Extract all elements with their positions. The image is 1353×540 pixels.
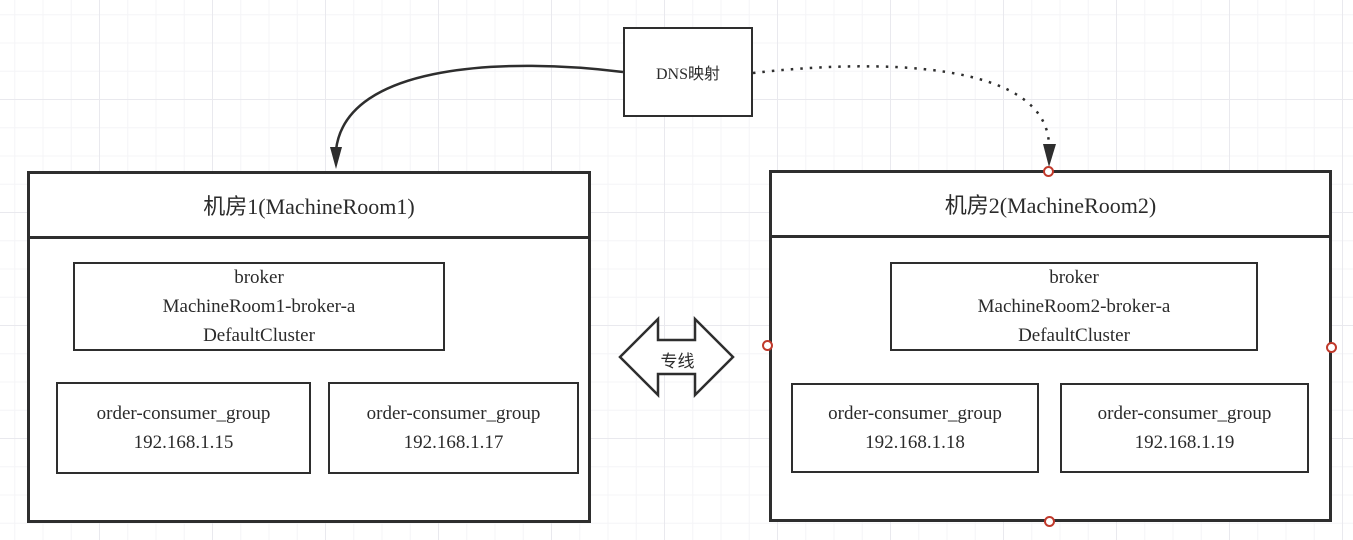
connection-point-bottom[interactable] xyxy=(1044,516,1055,527)
machine-room1-header: 机房1(MachineRoom1) xyxy=(30,174,588,239)
consumer-group-name: order-consumer_group xyxy=(96,403,271,424)
room1-consumer-box-1[interactable]: order-consumer_group 192.168.1.15 xyxy=(56,382,311,474)
consumer-group-name: order-consumer_group xyxy=(366,403,541,424)
consumer-ip: 192.168.1.18 xyxy=(865,432,965,453)
consumer-group-name: order-consumer_group xyxy=(828,403,1002,424)
broker-cluster: DefaultCluster xyxy=(1018,325,1130,346)
broker-label: broker xyxy=(1049,267,1099,288)
machine-room2-title: 机房2(MachineRoom2) xyxy=(944,193,1157,218)
broker-cluster: DefaultCluster xyxy=(203,325,315,346)
machine-room1-title: 机房1(MachineRoom1) xyxy=(203,194,415,219)
dns-to-room2-connector[interactable] xyxy=(752,65,1051,147)
dns-mapping-label: DNS映射 xyxy=(655,66,720,83)
consumer-ip: 192.168.1.15 xyxy=(133,432,234,453)
connection-point-right[interactable] xyxy=(1326,342,1337,353)
dedicated-line-label: 专线 xyxy=(660,352,695,371)
broker-name: MachineRoom2-broker-a xyxy=(977,296,1171,317)
room2-arrowhead-icon xyxy=(1043,144,1056,167)
connection-point-left[interactable] xyxy=(762,340,773,351)
broker-label: broker xyxy=(234,267,284,288)
room1-consumer-box-2[interactable]: order-consumer_group 192.168.1.17 xyxy=(328,382,579,474)
connection-point-top[interactable] xyxy=(1043,166,1054,177)
room1-broker-box[interactable]: broker MachineRoom1-broker-a DefaultClus… xyxy=(73,262,445,351)
dns-to-room1-connector[interactable] xyxy=(334,64,624,151)
consumer-group-name: order-consumer_group xyxy=(1097,403,1272,424)
dedicated-line-double-arrow-shape[interactable] xyxy=(618,315,735,399)
room2-broker-box[interactable]: broker MachineRoom2-broker-a DefaultClus… xyxy=(890,262,1258,351)
dns-mapping-box[interactable]: DNS映射 xyxy=(623,27,753,117)
room1-arrowhead-icon xyxy=(330,147,342,169)
room2-consumer-box-2[interactable]: order-consumer_group 192.168.1.19 xyxy=(1060,383,1309,473)
machine-room2-header: 机房2(MachineRoom2) xyxy=(772,173,1329,238)
machine-room1-box[interactable]: 机房1(MachineRoom1) broker MachineRoom1-br… xyxy=(27,171,591,523)
consumer-ip: 192.168.1.19 xyxy=(1134,432,1235,453)
broker-name: MachineRoom1-broker-a xyxy=(162,296,356,317)
room2-consumer-box-1[interactable]: order-consumer_group 192.168.1.18 xyxy=(791,383,1039,473)
machine-room2-box[interactable]: 机房2(MachineRoom2) broker MachineRoom2-br… xyxy=(769,170,1332,522)
consumer-ip: 192.168.1.17 xyxy=(403,432,504,453)
